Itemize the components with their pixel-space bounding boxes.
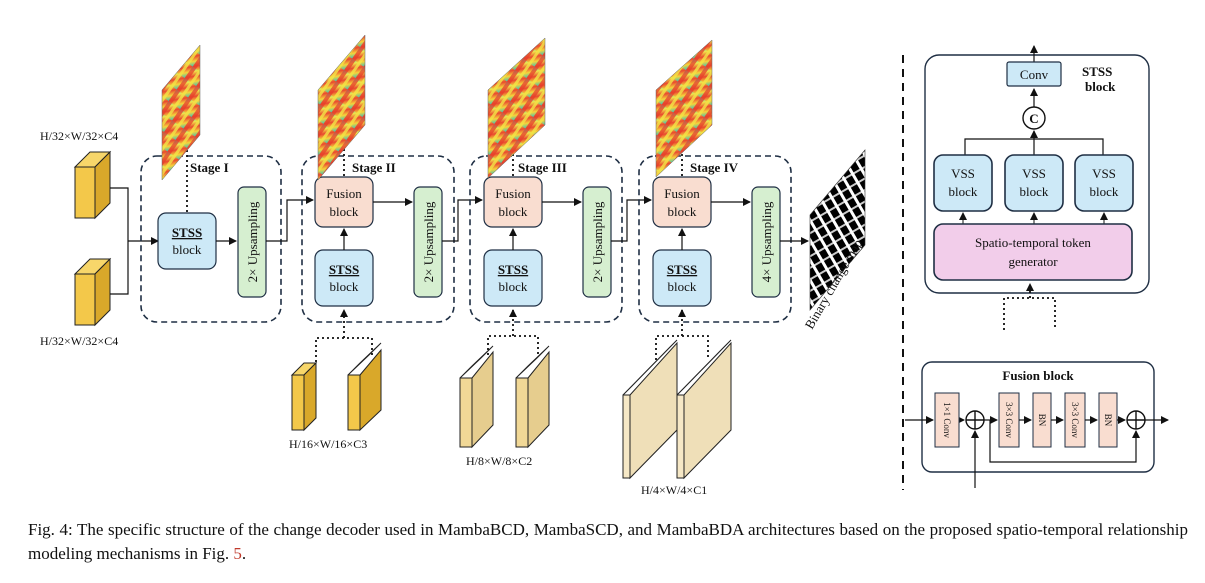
- stage-4-fusion-block: [652, 176, 712, 228]
- stage-2-stss-line2: block: [330, 279, 359, 294]
- stage-1-upsampling: [237, 186, 267, 298]
- stage-1-stss-block: [157, 212, 217, 270]
- fusion-layer-1: [934, 392, 960, 448]
- stage-4-input-features: [622, 339, 732, 480]
- input-feature-bottom: [73, 257, 112, 327]
- stage-3-fusion-line2: block: [499, 204, 528, 219]
- stage-1-frame: [140, 155, 282, 323]
- fusion-layer-4-label: 3×3 Conv: [1070, 402, 1080, 438]
- fusion-layer-1-label: 1×1 Conv: [942, 402, 952, 438]
- stage-2-frame: [301, 155, 455, 323]
- stage-3-stss-block: [483, 249, 543, 307]
- stage-4-heatmap: [655, 39, 713, 178]
- vss-block-3-line1: VSS: [1092, 166, 1116, 181]
- stage-2-heatmap: [317, 34, 366, 181]
- stage-2-fusion-line1: Fusion: [326, 186, 362, 201]
- input-bottom-label: H/32×W/32×C4: [40, 334, 118, 348]
- stss-panel-title-line1: STSS: [1082, 64, 1112, 79]
- stage-4-stss-line1: STSS: [667, 262, 697, 277]
- stage-3-stss-line1: STSS: [498, 262, 528, 277]
- stage-2-title: Stage II: [352, 160, 396, 175]
- vss-block-1: [933, 154, 993, 212]
- stage-4-fusion-line2: block: [668, 204, 697, 219]
- stage-3-frame: [469, 155, 623, 323]
- stage-2-input-features: [290, 342, 382, 432]
- stage-1-upsampling-label: 2× Upsampling: [245, 201, 260, 282]
- stage-3-heatmap: [487, 37, 546, 179]
- vss-block-3: [1074, 154, 1134, 212]
- stage-3-title: Stage III: [518, 160, 567, 175]
- token-generator-block: [933, 223, 1133, 281]
- token-generator-line1: Spatio-temporal token: [975, 235, 1091, 250]
- stage-1-heatmap: [161, 44, 201, 181]
- fusion-layer-5-label: BN: [1103, 414, 1113, 427]
- stss-conv-block: [1006, 61, 1062, 87]
- stage-2-input-label: H/16×W/16×C3: [289, 437, 367, 451]
- vss-block-1-line1: VSS: [951, 166, 975, 181]
- input-feature-top: [73, 150, 112, 220]
- binary-change-map-image: [809, 149, 866, 311]
- vss-block-2-line1: VSS: [1022, 166, 1046, 181]
- stage-3-fusion-block: [483, 176, 543, 228]
- stage-1-stss-line1: STSS: [172, 225, 202, 240]
- stage-2-stss-block: [314, 249, 374, 307]
- stage-4-upsampling: [751, 186, 781, 298]
- input-top-label: H/32×W/32×C4: [40, 129, 118, 143]
- stss-panel-title-line2: block: [1085, 79, 1116, 94]
- stage-4-fusion-line1: Fusion: [664, 186, 700, 201]
- stage-1-title: Stage I: [190, 160, 229, 175]
- stage-3-fusion-line1: Fusion: [495, 186, 531, 201]
- stage-2-upsampling: [413, 186, 443, 298]
- stage-3-upsampling: [582, 186, 612, 298]
- fusion-panel-frame: [921, 361, 1155, 473]
- stage-4-title: Stage IV: [690, 160, 739, 175]
- stage-4-upsampling-label: 4× Upsampling: [759, 201, 774, 282]
- stss-concat-node: [1022, 106, 1046, 130]
- vss-block-2: [1004, 154, 1064, 212]
- stage-3-stss-line2: block: [499, 279, 528, 294]
- caption-end: .: [241, 544, 247, 563]
- stage-4-frame: [638, 155, 792, 323]
- caption-figure-ref[interactable]: 5: [233, 544, 242, 563]
- caption-text: Fig. 4: The specific structure of the ch…: [28, 520, 1188, 563]
- vss-block-2-line2: block: [1020, 184, 1049, 199]
- fusion-panel-title: Fusion block: [1002, 368, 1074, 383]
- stage-2-fusion-line2: block: [330, 204, 359, 219]
- stage-4-stss-block: [652, 249, 712, 307]
- stage-3-upsampling-label: 2× Upsampling: [590, 201, 605, 282]
- fusion-layer-3-label: BN: [1037, 414, 1047, 427]
- stage-4-stss-line2: block: [668, 279, 697, 294]
- figure-caption: Fig. 4: The specific structure of the ch…: [28, 518, 1188, 566]
- decoder-diagram: H/32×W/32×C4 H/32×W/32×C4 Stage I STSS b…: [40, 34, 1169, 497]
- stage-3-input-label: H/8×W/8×C2: [466, 454, 532, 468]
- fusion-layer-2-label: 3×3 Conv: [1004, 402, 1014, 438]
- input-merge-lines: [110, 187, 159, 295]
- stage-3-input-features: [459, 345, 550, 449]
- stage-2-stss-line1: STSS: [329, 262, 359, 277]
- vss-block-1-line2: block: [949, 184, 978, 199]
- stage-4-input-label: H/4×W/4×C1: [641, 483, 707, 497]
- token-generator-line2: generator: [1008, 254, 1058, 269]
- vss-block-3-line2: block: [1090, 184, 1119, 199]
- stage-2-upsampling-label: 2× Upsampling: [421, 201, 436, 282]
- stage-1-stss-line2: block: [173, 242, 202, 257]
- stss-concat-label: C: [1029, 111, 1038, 126]
- stss-panel-frame: [924, 54, 1150, 294]
- stage-2-fusion-block: [314, 176, 374, 228]
- stss-conv-label: Conv: [1020, 67, 1049, 82]
